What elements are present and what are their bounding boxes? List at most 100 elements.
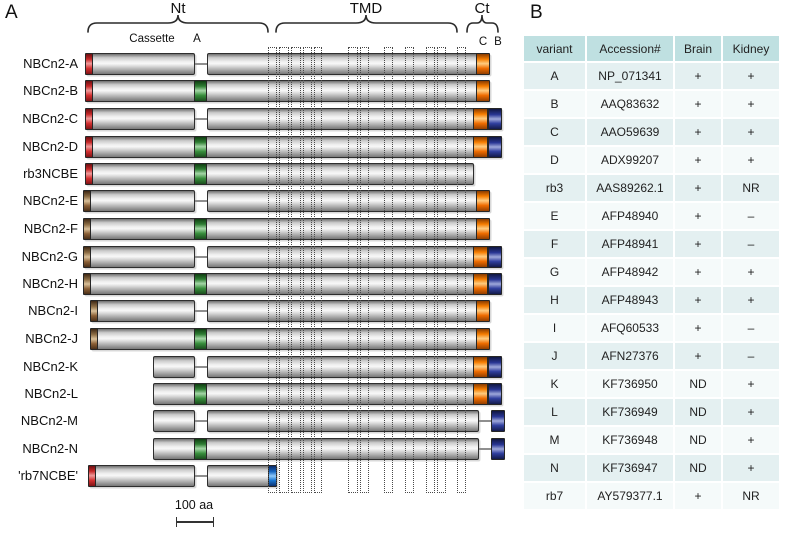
- table-cell: K: [524, 371, 585, 397]
- tmd-segment-overlay: [268, 47, 466, 493]
- table-cell: +: [675, 287, 721, 313]
- row-label: NBCn2-C: [22, 111, 78, 126]
- a-gap-connector: [195, 310, 207, 312]
- nt-brace: [87, 14, 269, 33]
- cassette-domain-label: Cassette: [129, 33, 175, 45]
- row-label: NBCn2-J: [25, 331, 78, 346]
- table-cell: ND: [675, 427, 721, 453]
- c-cassette-segment: [473, 356, 488, 378]
- a-cassette-segment: [194, 80, 207, 102]
- protein-bar: [153, 438, 479, 460]
- table-cell: +: [723, 455, 779, 481]
- table-cell: +: [723, 147, 779, 173]
- c-cassette-segment: [473, 246, 488, 268]
- b-domain-label: B: [494, 36, 502, 48]
- table-cell: J: [524, 343, 585, 369]
- table-header-cell: variant: [524, 36, 585, 61]
- table-cell: +: [723, 91, 779, 117]
- a-cassette-segment: [194, 163, 207, 185]
- region-braces: [87, 14, 499, 33]
- tmd-region-label: TMD: [349, 0, 383, 17]
- table-cell: ND: [675, 371, 721, 397]
- ct-brace: [466, 14, 499, 33]
- table-cell: –: [723, 343, 779, 369]
- protein-bar: [153, 356, 195, 378]
- a-gap-connector: [195, 118, 207, 120]
- c-cassette-segment: [473, 383, 488, 405]
- brown-nt-segment: [83, 246, 91, 268]
- row-label: 'rb7NCBE': [18, 468, 78, 483]
- table-cell: AFN27376: [587, 343, 673, 369]
- table-cell: NR: [723, 175, 779, 201]
- b-cassette-segment: [491, 438, 505, 460]
- a-domain-label: A: [193, 33, 201, 45]
- table-cell: +: [723, 287, 779, 313]
- red-nt-segment: [85, 163, 93, 185]
- table-cell: ND: [675, 455, 721, 481]
- c-cassette-segment: [473, 108, 488, 130]
- table-cell: +: [723, 371, 779, 397]
- table-cell: AAS89262.1: [587, 175, 673, 201]
- tm-segment-box: [303, 47, 312, 493]
- table-cell: AY579377.1: [587, 483, 673, 509]
- table-cell: AFP48942: [587, 259, 673, 285]
- row-label: NBCn2-N: [22, 441, 78, 456]
- red-nt-segment: [85, 53, 93, 75]
- red-nt-segment: [85, 136, 93, 158]
- b-cassette-segment: [491, 410, 505, 432]
- c-cassette-segment: [476, 218, 490, 240]
- tmd-brace: [275, 14, 458, 33]
- table-cell: L: [524, 399, 585, 425]
- brown-nt-segment: [90, 328, 98, 350]
- table-cell: A: [524, 63, 585, 89]
- table-cell: +: [675, 63, 721, 89]
- tm-segment-box: [348, 47, 358, 493]
- c-cassette-segment: [476, 80, 490, 102]
- c-cassette-segment: [476, 300, 490, 322]
- table-cell: +: [675, 147, 721, 173]
- c-cassette-segment: [476, 190, 490, 212]
- table-cell: +: [675, 119, 721, 145]
- b-cassette-segment: [488, 246, 502, 268]
- table-cell: rb3: [524, 175, 585, 201]
- table-cell: –: [723, 231, 779, 257]
- c-domain-label: C: [478, 36, 488, 48]
- tm-segment-box: [457, 47, 466, 493]
- protein-bar: [153, 410, 195, 432]
- nt-region-label: Nt: [170, 0, 186, 17]
- red-nt-segment: [85, 80, 93, 102]
- table-cell: B: [524, 91, 585, 117]
- table-cell: D: [524, 147, 585, 173]
- row-label: NBCn2-K: [23, 359, 78, 374]
- row-label: NBCn2-L: [24, 386, 78, 401]
- a-cassette-segment: [194, 383, 207, 405]
- b-cassette-segment: [488, 136, 502, 158]
- a-gap-connector: [195, 475, 207, 477]
- table-cell: –: [723, 203, 779, 229]
- table-header-cell: Kidney: [723, 36, 779, 61]
- table-cell: KF736949: [587, 399, 673, 425]
- table-cell: +: [675, 175, 721, 201]
- a-gap-connector: [195, 420, 207, 422]
- b-gap-connector: [479, 448, 491, 450]
- table-cell: N: [524, 455, 585, 481]
- table-cell: M: [524, 427, 585, 453]
- table-cell: rb7: [524, 483, 585, 509]
- b-gap-connector: [479, 420, 491, 422]
- table-cell: +: [675, 259, 721, 285]
- table-cell: F: [524, 231, 585, 257]
- row-label: NBCn2-A: [23, 56, 78, 71]
- table-cell: AFP48941: [587, 231, 673, 257]
- scale-bar-bracket: [176, 517, 214, 527]
- table-header-cell: Brain: [675, 36, 721, 61]
- row-label: NBCn2-I: [28, 303, 78, 318]
- table-cell: AFQ60533: [587, 315, 673, 341]
